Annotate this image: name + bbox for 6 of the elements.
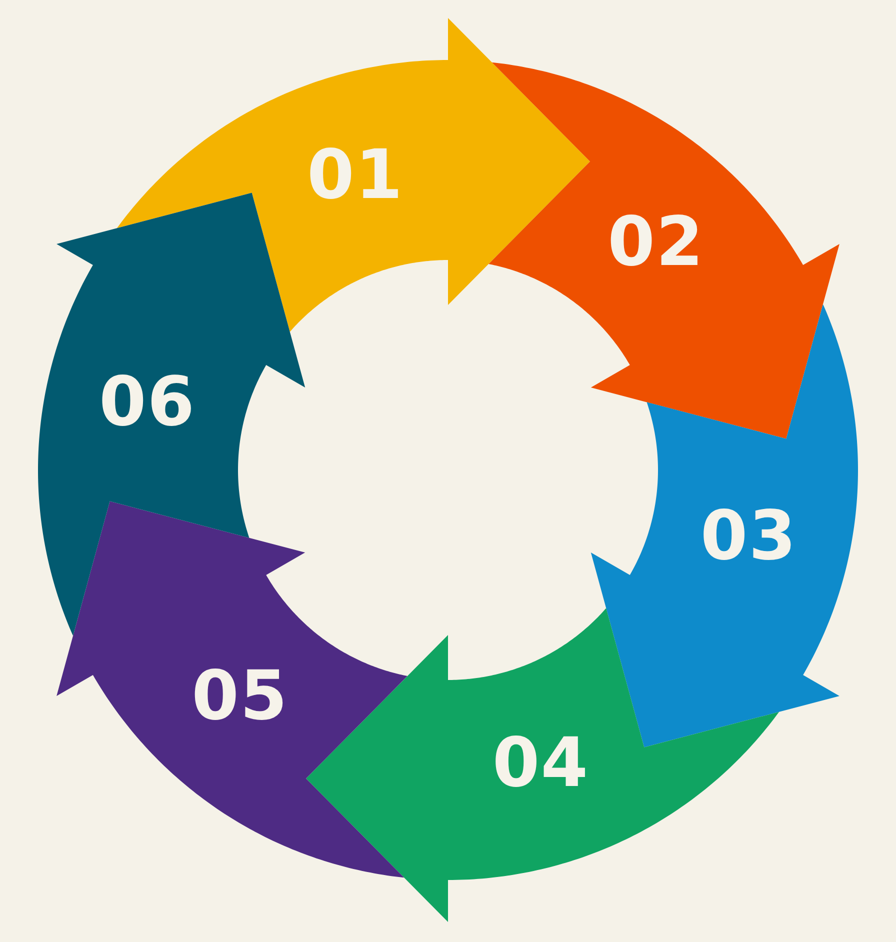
step-number: 05: [192, 663, 288, 732]
step-number: 04: [492, 730, 590, 798]
step-number: 06: [98, 369, 196, 438]
step-number: 02: [608, 208, 704, 277]
step-number: 01: [306, 142, 404, 210]
step-number: 03: [700, 502, 798, 571]
